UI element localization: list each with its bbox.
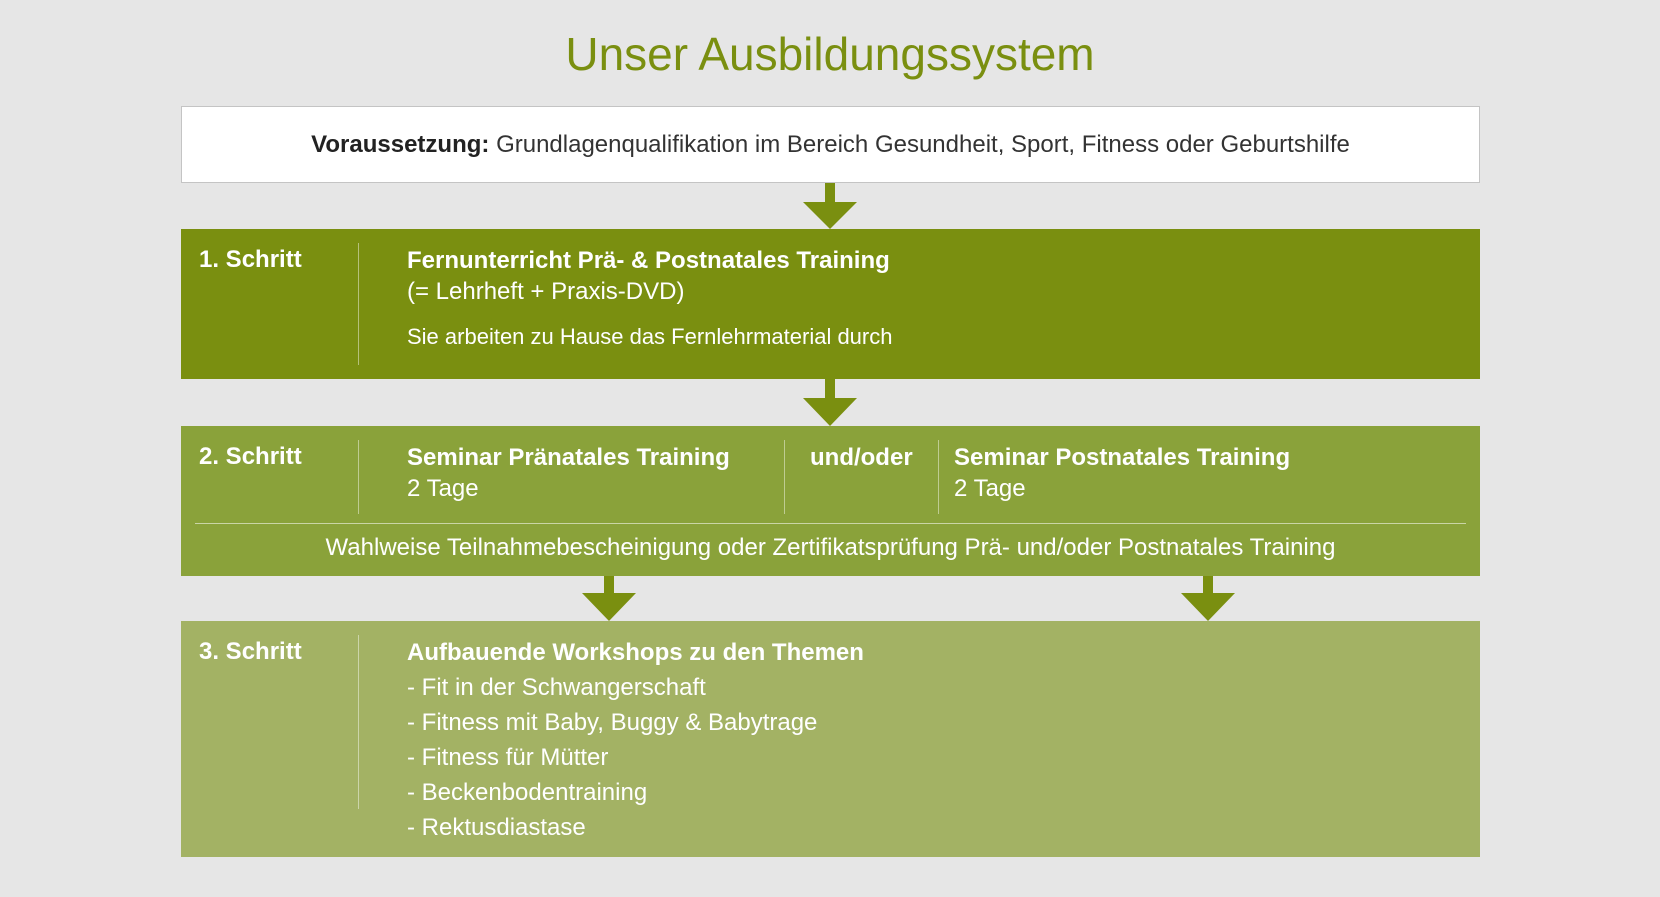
prerequisite-box: Voraussetzung: Grundlagenqualifikation i…: [181, 106, 1480, 183]
diagram-title: Unser Ausbildungssystem: [565, 28, 1095, 80]
step-1-note: Sie arbeiten zu Hause das Fernlehrmateri…: [407, 324, 893, 349]
workshop-item: - Fitness für Mütter: [407, 744, 609, 771]
workshop-item: - Fitness mit Baby, Buggy & Babytrage: [407, 709, 818, 736]
seminar-prenatal-duration: 2 Tage: [407, 475, 479, 502]
workshop-item: - Rektusdiastase: [407, 814, 586, 841]
prerequisite-label: Voraussetzung:: [311, 130, 490, 158]
step-3-heading: Aufbauende Workshops zu den Themen: [407, 639, 864, 666]
step-1-subheading: (= Lehrheft + Praxis-DVD): [407, 278, 685, 305]
seminar-postnatal-heading: Seminar Postnatales Training: [954, 444, 1291, 471]
prerequisite-text: Grundlagenqualifikation im Bereich Gesun…: [496, 130, 1350, 158]
seminar-postnatal-duration: 2 Tage: [954, 475, 1026, 502]
step-1-heading: Fernunterricht Prä- & Postnatales Traini…: [407, 247, 890, 274]
connector-and-or: und/oder: [810, 444, 913, 471]
step-1-label: 1. Schritt: [199, 246, 302, 273]
step-3-box: 3. Schritt Aufbauende Workshops zu den T…: [181, 621, 1480, 857]
down-arrow-icon: [582, 576, 636, 621]
down-arrow-icon: [1181, 576, 1235, 621]
step-2-footer: Wahlweise Teilnahmebescheinigung oder Ze…: [325, 534, 1336, 561]
step-2-box: 2. Schritt Seminar Pränatales Training 2…: [181, 426, 1480, 576]
workshop-item: - Beckenbodentraining: [407, 779, 648, 806]
divider: [358, 440, 359, 514]
divider: [784, 440, 785, 514]
divider: [195, 523, 1466, 524]
divider: [938, 440, 939, 514]
divider: [358, 243, 359, 365]
down-arrow-icon: [803, 379, 857, 426]
step-3-label: 3. Schritt: [199, 638, 302, 665]
down-arrow-icon: [803, 183, 857, 229]
divider: [358, 635, 359, 809]
step-2-label: 2. Schritt: [199, 443, 302, 470]
step-1-box: 1. Schritt Fernunterricht Prä- & Postnat…: [181, 229, 1480, 379]
seminar-prenatal-heading: Seminar Pränatales Training: [407, 444, 730, 471]
workshop-item: - Fit in der Schwangerschaft: [407, 674, 706, 701]
